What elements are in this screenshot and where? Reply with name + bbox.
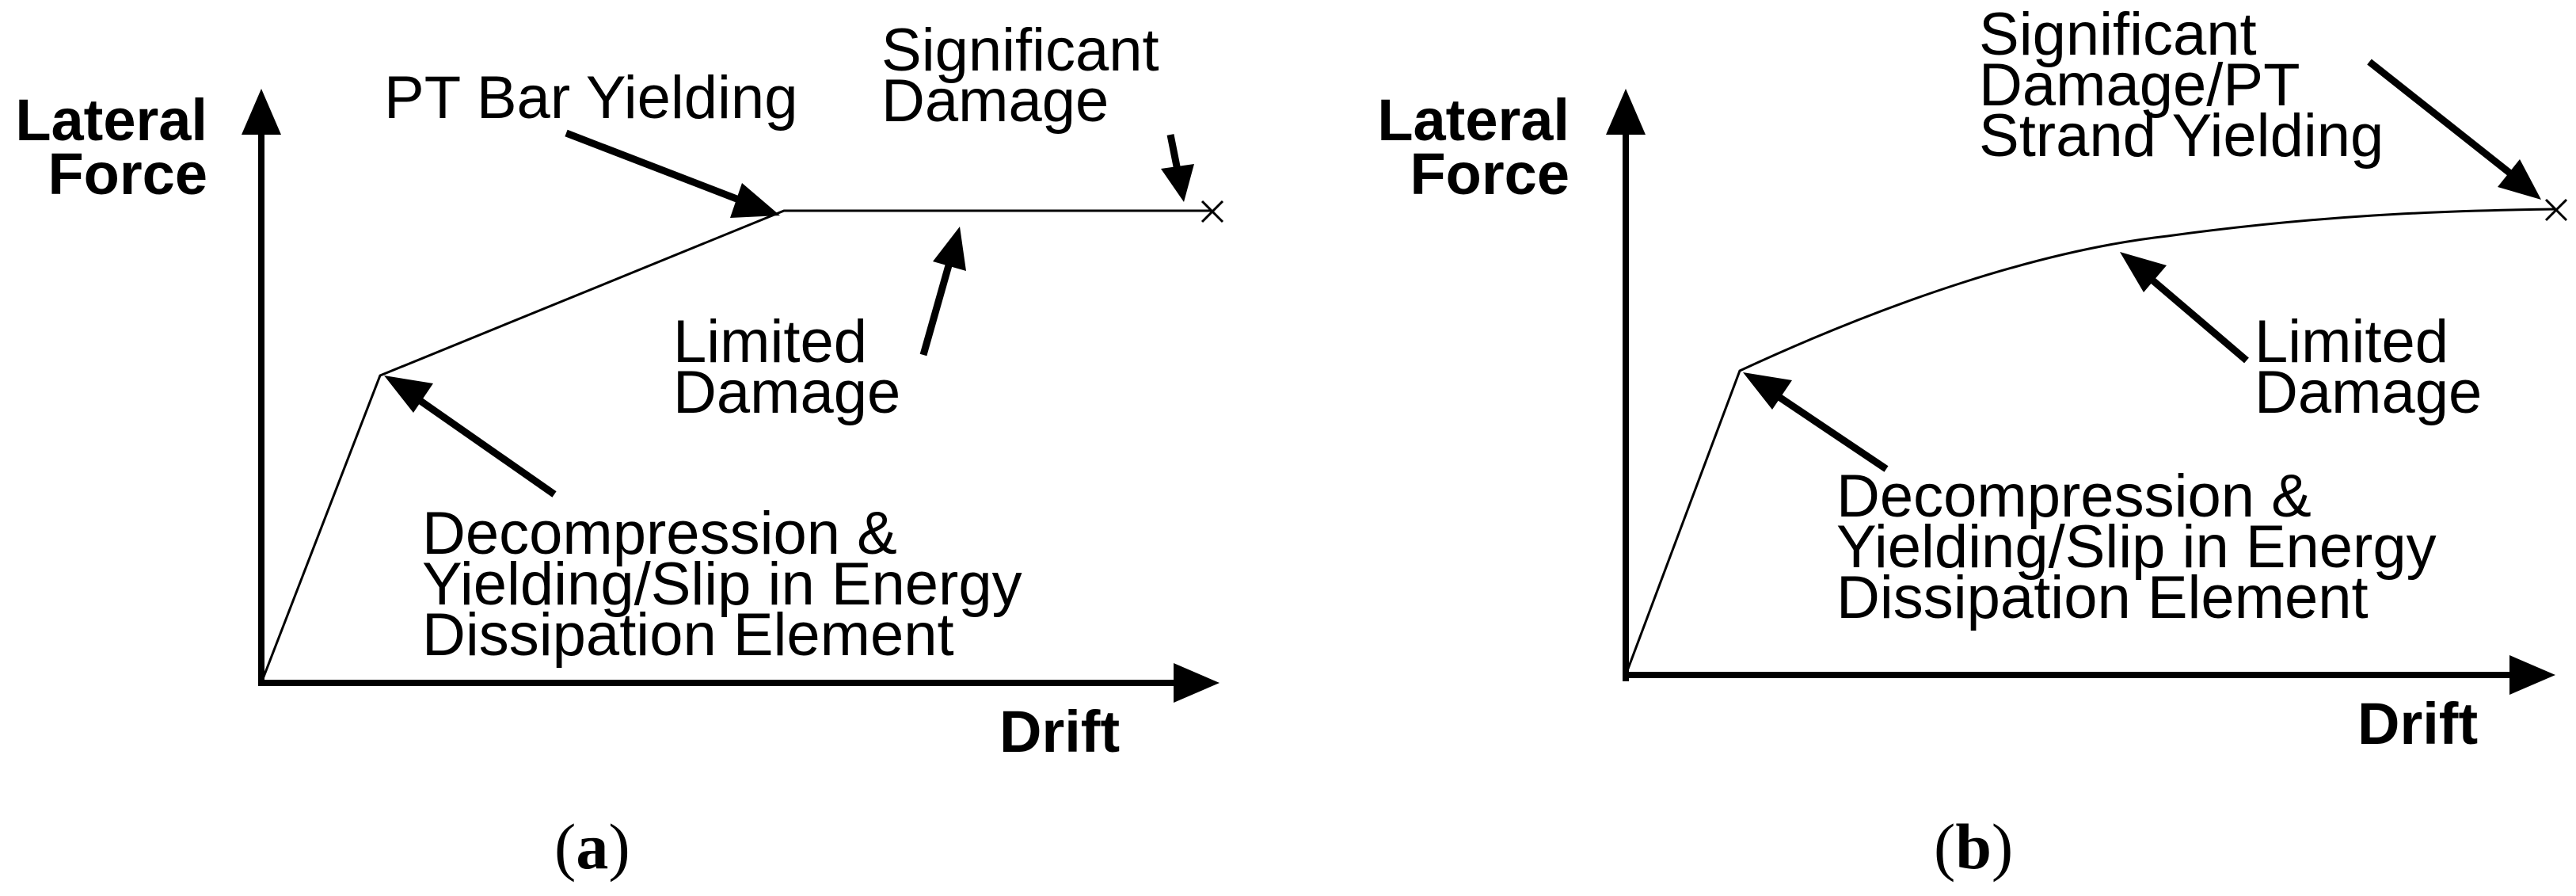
panel-b: Lateral Force Drift Significant Damage/P…	[1288, 0, 2576, 896]
annotation-line: Damage	[673, 359, 901, 426]
y-axis-label-line2: Force	[1410, 141, 1570, 207]
annotation-line: Damage	[2254, 359, 2483, 426]
x-axis-label: Drift	[2357, 691, 2479, 757]
caption-letter: a	[576, 810, 609, 883]
annotation-significant-damage: Significant Damage	[881, 17, 1159, 135]
annotation-significant-damage: Significant Damage/PT Strand Yielding	[1979, 1, 2384, 170]
annotation-line: Significant	[1979, 1, 2257, 68]
caption-paren: (	[554, 810, 576, 883]
annotation-line: Dissipation Element	[1836, 564, 2369, 631]
annotation-limited-damage: Limited Damage	[2254, 308, 2483, 426]
caption-paren: )	[608, 810, 630, 883]
y-axis-label-line2: Force	[48, 141, 207, 207]
x-axis-label: Drift	[999, 699, 1121, 764]
panel-a-graphic	[242, 89, 1224, 703]
panel-b-graphic	[1606, 59, 2568, 695]
y-axis-arrowhead	[242, 89, 281, 135]
y-axis-label: Lateral Force	[0, 87, 207, 207]
panel-a-caption: (a)	[554, 810, 630, 884]
force-drift-curve	[260, 209, 1212, 684]
annotation-line: Limited	[673, 308, 867, 376]
annotation-line: Significant	[881, 17, 1159, 84]
arrow-decompression	[1743, 372, 1889, 472]
y-axis-arrowhead	[1606, 89, 1646, 135]
force-drift-curve	[1624, 208, 2556, 676]
annotation-line: Decompression &	[1836, 463, 2312, 530]
arrow-pt-bar-yielding	[565, 129, 780, 218]
annotation-line: Limited	[2254, 308, 2449, 376]
annotation-decompression: Decompression & Yielding/Slip in Energy …	[422, 500, 1022, 669]
failure-cross-marker	[2544, 198, 2568, 222]
annotation-decompression: Decompression & Yielding/Slip in Energy …	[1836, 463, 2437, 631]
annotation-line: Yielding/Slip in Energy	[1836, 513, 2437, 581]
caption-paren: (	[1934, 810, 1956, 883]
annotation-line: Yielding/Slip in Energy	[422, 551, 1022, 618]
y-axis-label-line1: Lateral	[15, 87, 207, 153]
annotation-line: Strand Yielding	[1979, 102, 2384, 170]
annotation-line: Dissipation Element	[422, 601, 954, 669]
y-axis-label-line1: Lateral	[1377, 87, 1570, 153]
annotation-pt-bar-yielding: PT Bar Yielding	[384, 64, 798, 132]
caption-letter: b	[1955, 810, 1992, 883]
x-axis-arrowhead	[2509, 655, 2555, 695]
annotation-line: Decompression &	[422, 500, 897, 567]
failure-cross-marker	[1200, 200, 1224, 223]
arrow-decompression	[384, 376, 557, 498]
arrow-limited-damage	[2120, 252, 2249, 364]
y-axis-label: Lateral Force	[1288, 87, 1570, 207]
caption-paren: )	[1991, 810, 2014, 883]
annotation-limited-damage: Limited Damage	[673, 308, 901, 426]
x-axis-arrowhead	[1174, 663, 1220, 703]
arrow-significant-damage	[2367, 59, 2541, 200]
annotation-line: Damage	[881, 67, 1109, 135]
annotation-line: Damage/PT	[1979, 51, 2300, 119]
arrow-limited-damage	[919, 227, 966, 356]
arrow-significant-damage	[1161, 134, 1194, 202]
panel-a: Lateral Force Drift PT Bar Yielding Sign…	[0, 17, 1224, 884]
panel-b-caption: (b)	[1934, 810, 2013, 884]
